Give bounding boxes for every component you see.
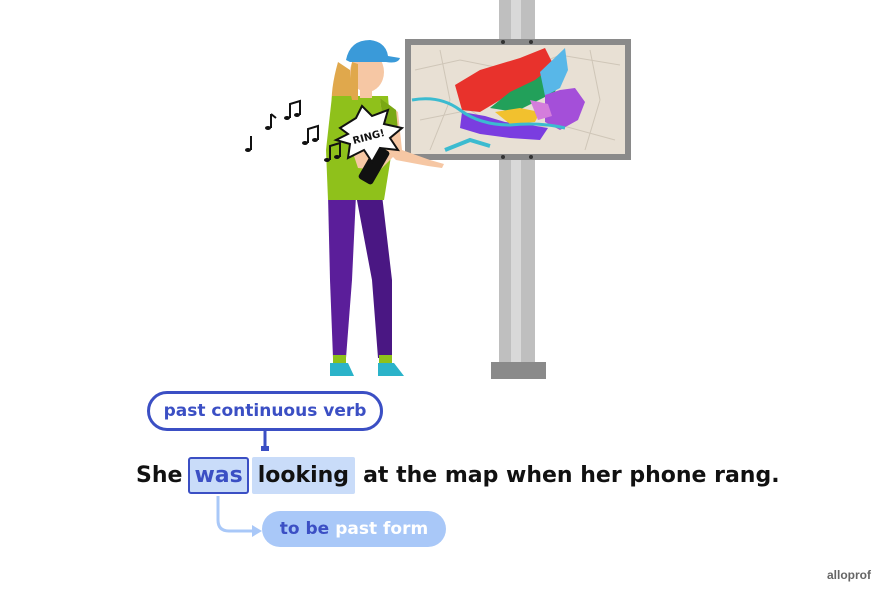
map-frame-bolts bbox=[501, 40, 533, 159]
sign-pole-highlight bbox=[511, 0, 521, 365]
to-be-past-form-label: to be past form bbox=[262, 511, 446, 547]
sentence-remainder: at the map when her phone rang. bbox=[363, 462, 780, 488]
helper-arrow-head-icon bbox=[252, 525, 262, 537]
word-was-auxiliary: was bbox=[188, 456, 249, 494]
map-regions bbox=[411, 48, 585, 152]
music-note-3-icon bbox=[284, 99, 301, 120]
woman-figure bbox=[326, 40, 444, 376]
phone-ring-burst: RING! bbox=[333, 104, 405, 164]
example-sentence: She was looking at the map when her phon… bbox=[136, 455, 780, 495]
helper-arrow bbox=[216, 496, 252, 533]
music-notes bbox=[245, 99, 341, 162]
word-she: She bbox=[136, 462, 183, 488]
past-continuous-label: past continuous verb bbox=[147, 391, 383, 431]
sign-pole-base bbox=[491, 362, 546, 379]
past-form-text: past form bbox=[335, 519, 429, 539]
music-note-5-icon bbox=[324, 141, 341, 162]
brand-logo: alloprof bbox=[827, 568, 871, 582]
music-note-2-icon bbox=[265, 113, 277, 130]
to-be-text: to be bbox=[279, 519, 330, 539]
label-connector-end bbox=[261, 446, 269, 451]
word-looking-main-verb: looking bbox=[251, 456, 356, 494]
music-note-4-icon bbox=[302, 124, 319, 145]
music-note-1-icon bbox=[245, 136, 252, 152]
